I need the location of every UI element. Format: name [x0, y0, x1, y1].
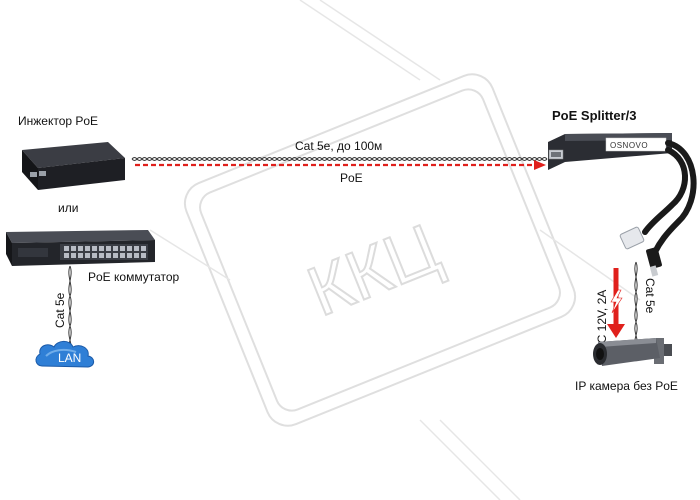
- dc-label: DC 12V, 2A: [595, 290, 609, 352]
- lightning-icon: [610, 289, 623, 314]
- network-switch-icon: [6, 230, 155, 266]
- ip-camera-icon: [593, 338, 672, 366]
- lan-cloud-icon: [35, 340, 95, 368]
- or-label: или: [58, 201, 78, 215]
- poe-injector-icon: [22, 142, 125, 190]
- rj45-plug: [619, 226, 645, 250]
- switch-label: PoE коммутатор: [88, 270, 180, 284]
- cable-label: Cat 5e, до 100м: [295, 139, 382, 153]
- dc-plug: [646, 247, 662, 277]
- cat5e-cable: [131, 157, 548, 161]
- injector-label: Инжектор PoE: [18, 114, 98, 128]
- watermark-text: ККЦ: [297, 209, 450, 331]
- splitter-title: PoE Splitter/3: [552, 108, 637, 123]
- splitter-output-cables: [642, 140, 697, 255]
- poe-splitter-icon: [548, 133, 672, 170]
- lan-label: LAN: [58, 351, 81, 365]
- poe-arrow: [135, 160, 546, 170]
- camera-label: IP камера без PoE: [575, 379, 678, 393]
- splitter-brand: OSNOVO: [610, 141, 648, 150]
- watermark: ККЦ: [149, 0, 641, 500]
- switch-lan-cable: [68, 265, 72, 351]
- poe-label: PoE: [340, 171, 363, 185]
- cat-label-left: Cat 5e: [53, 292, 67, 328]
- cat-label-right: Cat 5e: [643, 278, 657, 314]
- splitter-camera-cable: [634, 261, 638, 346]
